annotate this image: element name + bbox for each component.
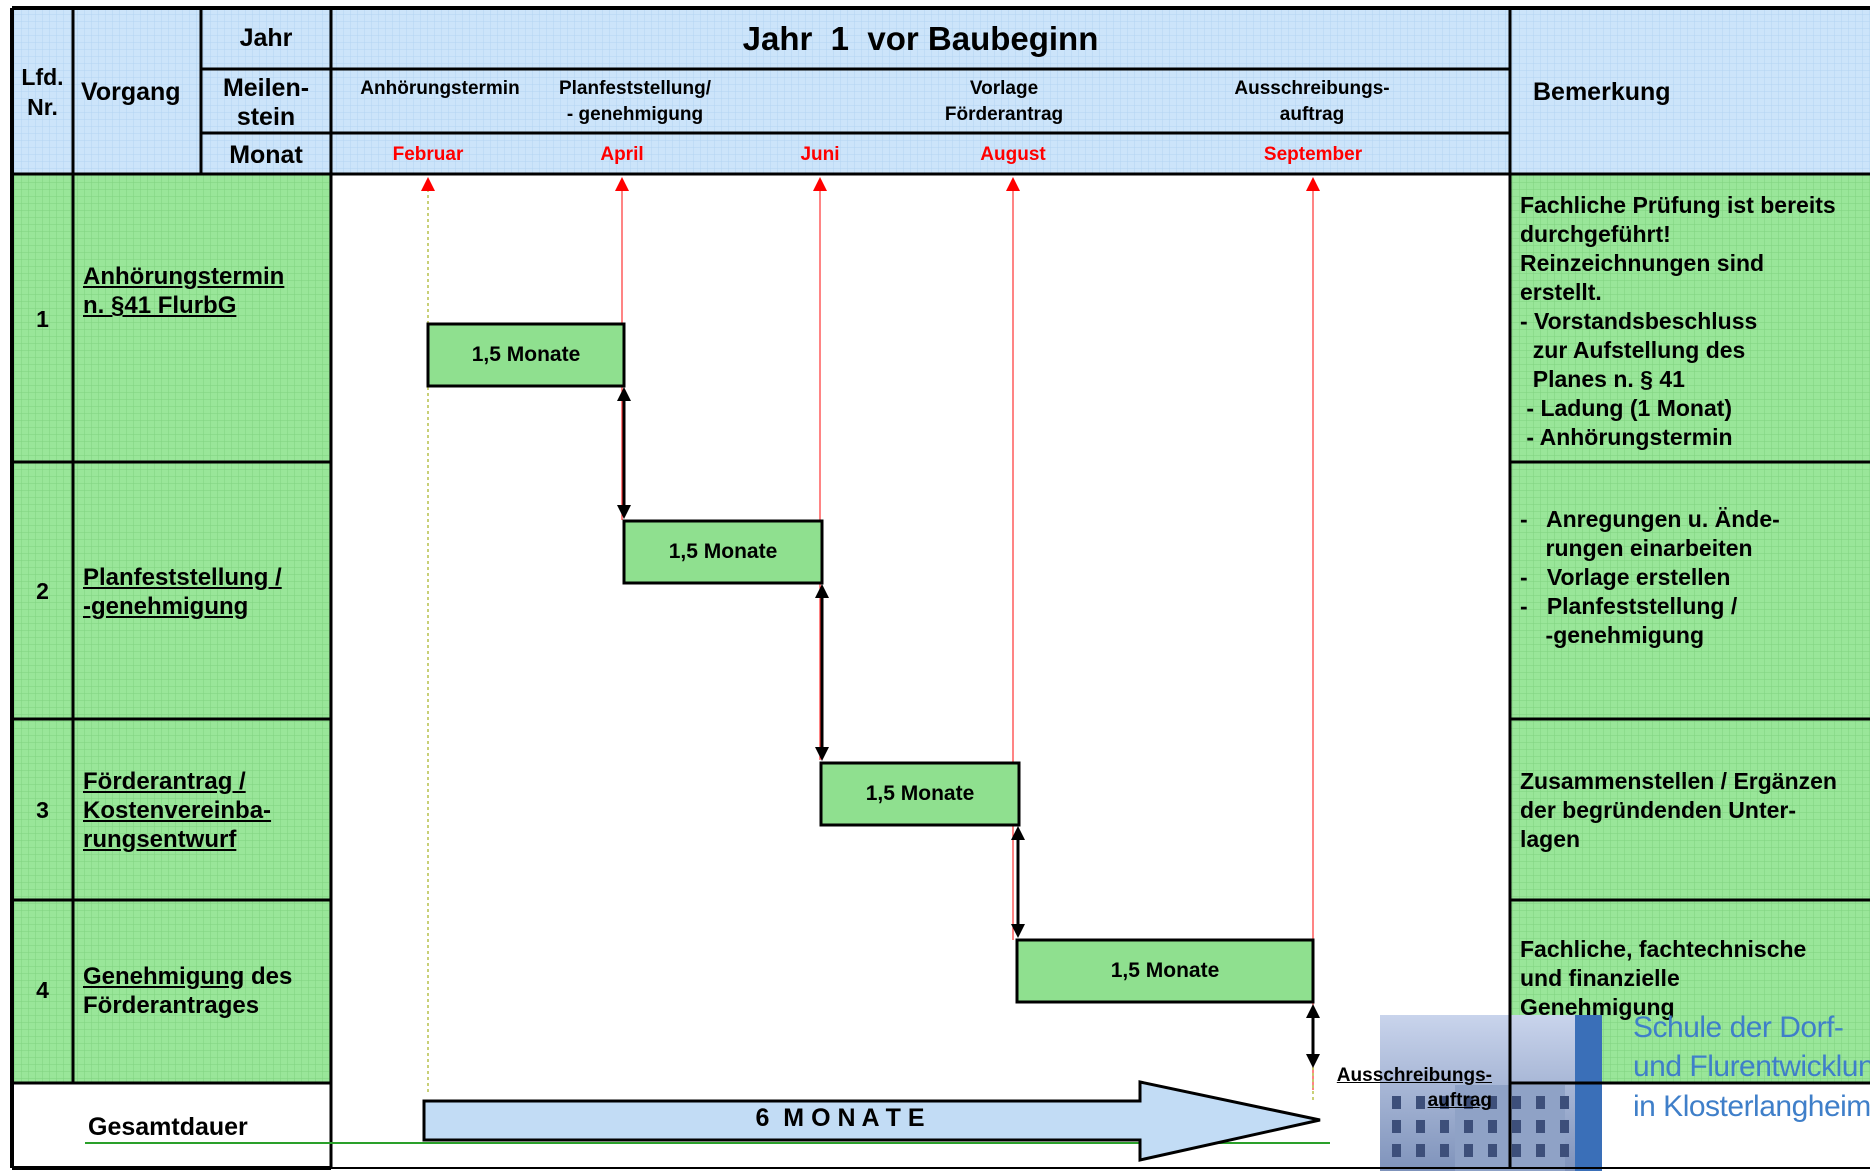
logo-window — [1440, 1120, 1449, 1133]
logo-bar — [1575, 1015, 1602, 1171]
arrow-head-up-icon — [815, 584, 829, 598]
arrow-head-down-icon — [1306, 1054, 1320, 1068]
duration-bar — [819, 761, 1021, 827]
ziel-label: Ausschreibungs- auftrag — [1336, 1065, 1492, 1111]
gesamtdauer-label: Gesamtdauer — [88, 1113, 248, 1141]
logo-window — [1392, 1120, 1401, 1133]
row-number: 3 — [36, 797, 49, 823]
vorgang-link: Förderantrag / Kostenvereinba- rungsentw… — [83, 768, 272, 853]
milestone-marker-icon — [1306, 177, 1320, 191]
logo-window — [1488, 1096, 1497, 1109]
milestone-marker-icon — [615, 177, 629, 191]
logo-window — [1416, 1144, 1425, 1157]
bar-label: 1,5 Monate — [471, 343, 581, 366]
jahr-value: Jahr 1 vor Baubeginn — [742, 20, 1099, 57]
logo-window — [1512, 1144, 1521, 1157]
logo-window — [1536, 1120, 1545, 1133]
vorgang-label: Anhörungstermin n. §41 FlurbG — [83, 262, 327, 320]
row-left-fill — [12, 900, 331, 1083]
total-duration-arrow — [422, 1080, 1321, 1162]
month-label: September — [1263, 144, 1363, 165]
logo-window — [1488, 1120, 1497, 1133]
row-number: 1 — [36, 306, 49, 332]
logo-window — [1440, 1144, 1449, 1157]
bar-label: 1,5 Monate — [668, 540, 778, 563]
arrow-head-up-icon — [1011, 826, 1025, 840]
bar-label: 1,5 Monate — [865, 782, 975, 805]
milestone-label: Planfeststellung/ - genehmigung — [558, 78, 712, 125]
logo-window — [1392, 1144, 1401, 1157]
logo-window — [1416, 1096, 1425, 1109]
row-bemerkung-fill — [1510, 174, 1870, 462]
bemerkung-header: Bemerkung — [1533, 78, 1671, 106]
logo-line-1: Schule der Dorf- — [1633, 1011, 1844, 1044]
duration-bar — [622, 519, 824, 585]
vorgang-text: des Förderantrages — [83, 963, 293, 1019]
arrow-head-down-icon — [815, 747, 829, 761]
logo-window — [1560, 1120, 1569, 1133]
vorgang-label: Genehmigung des Förderantrages — [83, 962, 327, 1020]
vorgang-label: Planfeststellung / -genehmigung — [83, 563, 327, 621]
milestone-label: Vorlage Förderantrag — [944, 78, 1064, 125]
row-number: 2 — [36, 578, 49, 604]
lfd-nr-header: Lfd. Nr. — [21, 64, 64, 120]
logo-window — [1392, 1096, 1401, 1109]
logo-line-3: in Klosterlangheim — [1633, 1090, 1870, 1123]
arrow-head-down-icon — [1011, 924, 1025, 938]
logo-window — [1560, 1096, 1569, 1109]
logo-window — [1512, 1120, 1521, 1133]
jahr-label: Jahr — [239, 24, 293, 52]
row-left-fill — [12, 719, 331, 900]
logo-window — [1464, 1096, 1473, 1109]
logo-window — [1416, 1120, 1425, 1133]
month-label: Juni — [800, 144, 840, 165]
arrow-head-down-icon — [617, 505, 631, 519]
bemerkung-text: Fachliche, fachtechnische und finanziell… — [1520, 936, 1807, 1020]
header-fill — [12, 8, 1870, 174]
logo-window — [1560, 1144, 1569, 1157]
duration-bar — [1015, 938, 1315, 1004]
month-label: Februar — [392, 144, 464, 165]
row-bemerkung-fill — [1510, 462, 1870, 719]
logo-window — [1488, 1144, 1497, 1157]
bemerkung-text: - Anregungen u. Ände- rungen einarbeiten… — [1520, 506, 1780, 648]
row-number: 4 — [36, 977, 49, 1003]
bar-label: 1,5 Monate — [1110, 959, 1220, 982]
row-bemerkung-fill — [1510, 719, 1870, 900]
logo-window — [1536, 1144, 1545, 1157]
vorgang-link: Genehmigung — [83, 963, 245, 990]
logo-line-2: und Flurentwicklung — [1633, 1050, 1870, 1083]
logo-window — [1440, 1096, 1449, 1109]
milestone-label: Ausschreibungs- auftrag — [1234, 78, 1390, 125]
month-label: August — [980, 144, 1046, 165]
row-left-fill — [12, 174, 331, 462]
bemerkung-text: Fachliche Prüfung ist bereits durchgefüh… — [1520, 192, 1836, 450]
logo-window — [1464, 1120, 1473, 1133]
vorgang-header: Vorgang — [81, 78, 181, 106]
meilenstein-label: Meilen- stein — [222, 74, 310, 131]
arrow-head-up-icon — [617, 387, 631, 401]
row-left-fill — [12, 462, 331, 719]
bemerkung-text: Zusammenstellen / Ergänzen der begründen… — [1520, 768, 1837, 852]
milestone-marker-icon — [421, 177, 435, 191]
total-duration-label: 6 M O N A T E — [755, 1104, 925, 1132]
milestone-marker-icon — [1006, 177, 1020, 191]
vorgang-link: Planfeststellung / -genehmigung — [83, 564, 282, 620]
month-label: April — [600, 144, 644, 165]
milestone-marker-icon — [813, 177, 827, 191]
milestone-label: Anhörungstermin — [360, 78, 520, 99]
vorgang-label: Förderantrag / Kostenvereinba- rungsentw… — [83, 767, 327, 854]
duration-bar — [426, 322, 626, 388]
logo-window — [1536, 1096, 1545, 1109]
logo-window — [1512, 1096, 1521, 1109]
monat-label: Monat — [229, 141, 303, 169]
arrow-head-up-icon — [1306, 1004, 1320, 1018]
logo-window — [1464, 1144, 1473, 1157]
vorgang-link: Anhörungstermin n. §41 FlurbG — [83, 263, 285, 319]
